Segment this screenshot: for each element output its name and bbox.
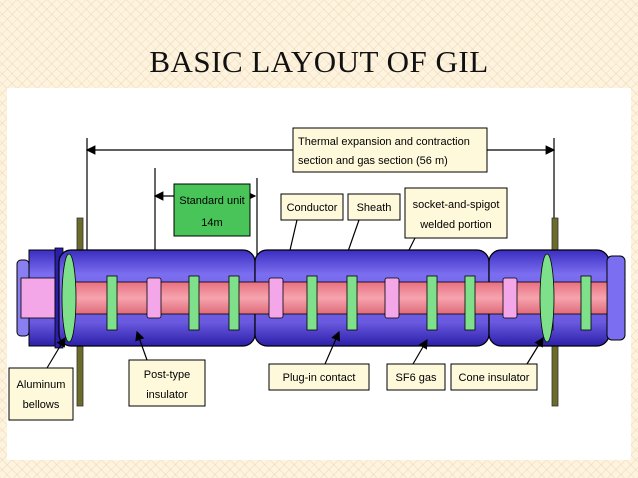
post-insulator: [426, 275, 438, 331]
cone-insulator: [539, 253, 555, 343]
standard-unit-label-line1: Standard unit: [179, 195, 244, 207]
post-insulator-pointer: [135, 330, 148, 361]
plug-in-label-box: [268, 363, 370, 391]
post-insulator-label-line2: insulator: [146, 389, 188, 401]
socket-spigot-label-line2: welded portion: [419, 219, 492, 231]
aluminum-bellows-label-box: [8, 367, 74, 421]
plug-contact: [268, 277, 284, 319]
sheath-label: Sheath: [357, 202, 392, 214]
post-insulator: [580, 275, 592, 331]
slide-title: BASIC LAYOUT OF GIL: [149, 44, 489, 79]
thermal-label-box: [292, 127, 488, 173]
thermal-label-line1: Thermal expansion and contraction: [298, 136, 470, 148]
plug-contact: [384, 277, 400, 319]
sf6-label-box: [386, 363, 446, 391]
sheath-label-box: [347, 193, 401, 221]
post-insulator-label-box: [128, 359, 206, 407]
cone-insulator-label: Cone insulator: [459, 372, 530, 384]
standard-unit-box: [173, 183, 251, 237]
plug-contact: [146, 277, 162, 319]
conductor-label: Conductor: [287, 202, 338, 214]
conductor-bar: [62, 281, 608, 315]
post-insulator: [306, 275, 318, 331]
socket-spigot-label-line1: socket-and-spigot: [413, 199, 500, 211]
post-insulator-label-line1: Post-type: [144, 369, 190, 381]
right-end-cap: [606, 255, 626, 341]
sf6-pointer: [412, 338, 428, 365]
sf6-label: SF6 gas: [396, 372, 437, 384]
standard-unit-label-line2: 14m: [201, 217, 222, 229]
plug-in-pointer: [324, 330, 341, 365]
socket-spigot-label-box: [404, 187, 508, 239]
gil-diagram: Thermal expansion and contraction sectio…: [8, 127, 626, 421]
plug-in-label: Plug-in contact: [283, 372, 356, 384]
thermal-label-line2: section and gas section (56 m): [298, 155, 448, 167]
plug-contact: [502, 277, 518, 319]
aluminum-bellows-label-line1: Aluminum: [17, 379, 66, 391]
aluminum-bellows-label-line2: bellows: [23, 399, 60, 411]
cone-insulator: [61, 253, 77, 343]
aluminum-bellows-pointer: [46, 336, 66, 369]
cone-insulators: [61, 253, 555, 343]
post-insulator: [464, 275, 476, 331]
post-insulator: [188, 275, 200, 331]
left-end-assembly: [16, 247, 64, 349]
cone-insulator-pointer: [526, 336, 544, 365]
conductor-label-box: [280, 193, 344, 221]
post-insulator: [228, 275, 240, 331]
diagram-panel: Thermal expansion and contraction sectio…: [7, 88, 631, 460]
post-insulator: [346, 275, 358, 331]
post-insulator: [106, 275, 118, 331]
plug-in-contacts: [146, 277, 518, 319]
cone-insulator-label-box: [450, 363, 538, 391]
